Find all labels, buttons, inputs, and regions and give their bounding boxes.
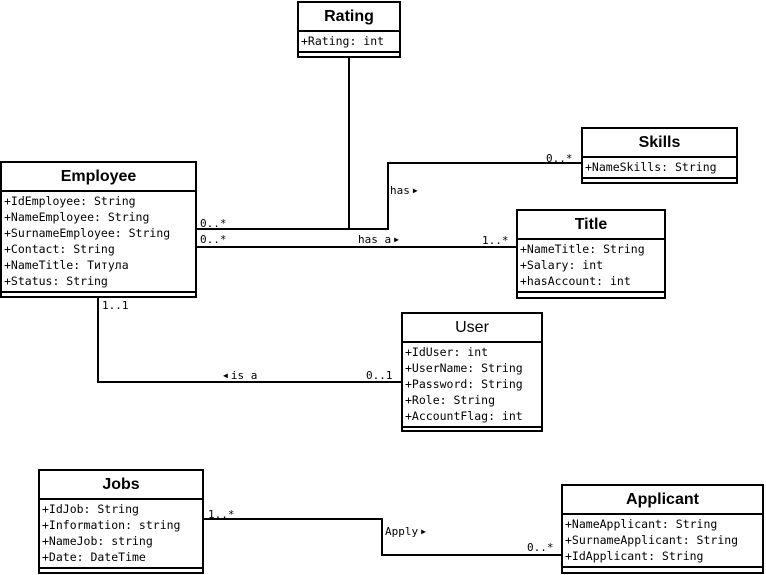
employee-user-source-multiplicity: 1..1 [102, 299, 129, 312]
user-attributes: +IdUser: int +UserName: String +Password… [403, 343, 541, 428]
employee-attribute: +SurnameEmployee: String [4, 226, 171, 240]
employee-attribute: +Contact: String [4, 242, 115, 256]
employee-skills-source-multiplicity: 0..* [200, 217, 227, 230]
applicant-attribute: +IdApplicant: String [565, 549, 704, 563]
employee-attribute: +NameEmployee: String [4, 210, 150, 224]
employee-attribute: +IdEmployee: String [4, 194, 136, 208]
jobs-applicant-line [203, 518, 562, 556]
jobs-attribute: +IdJob: String [42, 502, 139, 516]
applicant-operations [563, 568, 762, 574]
employee-skills-label: has [390, 185, 418, 198]
user-class-name: User [403, 314, 541, 343]
employee-class-name: Employee [2, 163, 195, 192]
rating-class[interactable]: Rating +Rating: int [297, 1, 401, 58]
applicant-attribute: +SurnameApplicant: String [565, 533, 739, 547]
employee-operations [2, 293, 195, 299]
jobs-applicant-source-multiplicity: 1..* [208, 508, 235, 521]
applicant-class-name: Applicant [563, 486, 762, 515]
title-class-name: Title [518, 211, 664, 240]
title-operations [518, 293, 664, 299]
user-attribute: +UserName: String [405, 361, 523, 375]
title-attribute: +Salary: int [520, 258, 604, 272]
employee-title-label: has a [358, 234, 399, 247]
user-attribute: +AccountFlag: int [405, 409, 523, 423]
user-attribute: +Password: String [405, 377, 523, 391]
employee-skills-target-multiplicity: 0..* [546, 152, 573, 165]
employee-attributes: +IdEmployee: String +NameEmployee: Strin… [2, 192, 195, 293]
jobs-applicant-target-multiplicity: 0..* [527, 541, 554, 554]
employee-user-line [97, 296, 402, 383]
employee-attribute: +NameTitle: Титула [4, 258, 129, 272]
rating-attribute: +Rating: int [301, 34, 385, 48]
jobs-class-name: Jobs [40, 471, 202, 500]
title-attribute: +NameTitle: String [520, 242, 645, 256]
jobs-applicant-label: Apply [385, 526, 426, 539]
skills-attribute: +NameSkills: String [585, 160, 717, 174]
user-operations [403, 428, 541, 434]
jobs-class[interactable]: Jobs +IdJob: String +Information: string… [38, 469, 204, 574]
skills-class-name: Skills [583, 129, 736, 158]
applicant-attribute: +NameApplicant: String [565, 517, 718, 531]
employee-class[interactable]: Employee +IdEmployee: String +NameEmploy… [0, 161, 197, 298]
title-attribute: +hasAccount: int [520, 274, 631, 288]
jobs-attributes: +IdJob: String +Information: string +Nam… [40, 500, 202, 569]
user-attribute: +Role: String [405, 393, 496, 407]
jobs-attribute: +NameJob: string [42, 534, 153, 548]
skills-attributes: +NameSkills: String [583, 158, 736, 179]
jobs-attribute: +Date: DateTime [42, 550, 146, 564]
title-class[interactable]: Title +NameTitle: String +Salary: int +h… [516, 209, 666, 299]
user-attribute: +IdUser: int [405, 345, 489, 359]
jobs-operations [40, 569, 202, 575]
skills-operations [583, 179, 736, 185]
user-class[interactable]: User +IdUser: int +UserName: String +Pas… [401, 312, 543, 432]
rating-operations [299, 53, 399, 59]
jobs-attribute: +Information: string [42, 518, 181, 532]
employee-skills-line [197, 162, 582, 230]
rating-attributes: +Rating: int [299, 32, 399, 53]
skills-class[interactable]: Skills +NameSkills: String [581, 127, 738, 184]
employee-user-target-multiplicity: 0..1 [366, 369, 393, 382]
employee-title-target-multiplicity: 1..* [482, 234, 509, 247]
title-attributes: +NameTitle: String +Salary: int +hasAcco… [518, 240, 664, 293]
employee-attribute: +Status: String [4, 274, 108, 288]
applicant-class[interactable]: Applicant +NameApplicant: String +Surnam… [561, 484, 764, 574]
rating-class-name: Rating [299, 3, 399, 32]
employee-user-label: is a [223, 370, 258, 383]
employee-title-source-multiplicity: 0..* [200, 233, 227, 246]
applicant-attributes: +NameApplicant: String +SurnameApplicant… [563, 515, 762, 568]
